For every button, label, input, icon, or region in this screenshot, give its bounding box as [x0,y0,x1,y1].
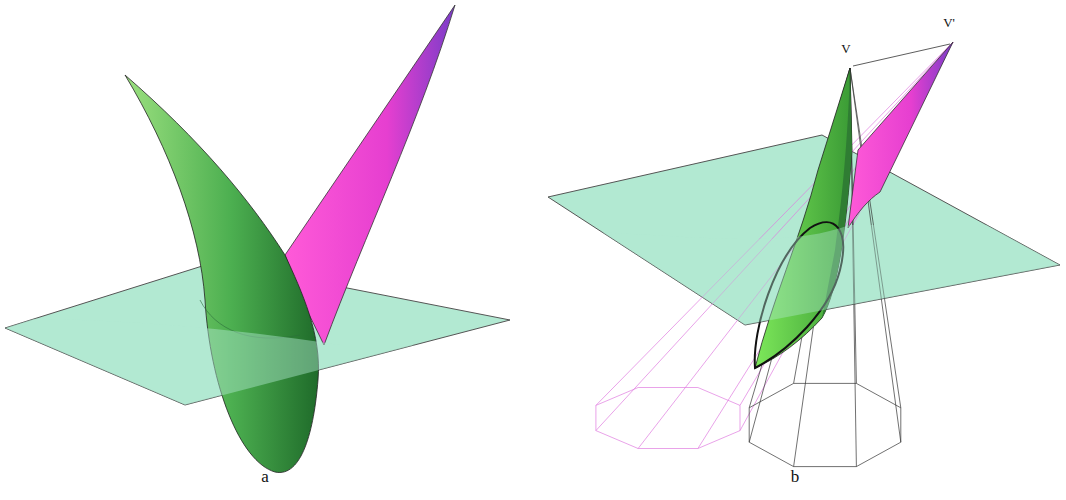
panel-letter: a [261,468,269,485]
plane-overlay [5,262,510,405]
green-cone [755,68,852,368]
pink-cone [848,42,953,228]
panel-letter: b [791,468,800,485]
green-cone [125,75,319,473]
pink-cone [285,5,455,345]
apex-label: V [841,42,850,55]
panel-a [5,5,510,473]
apex-label: V' [943,16,955,29]
apex-link [853,44,950,66]
plane-overlay [548,135,1060,325]
panel-b [548,42,1060,467]
